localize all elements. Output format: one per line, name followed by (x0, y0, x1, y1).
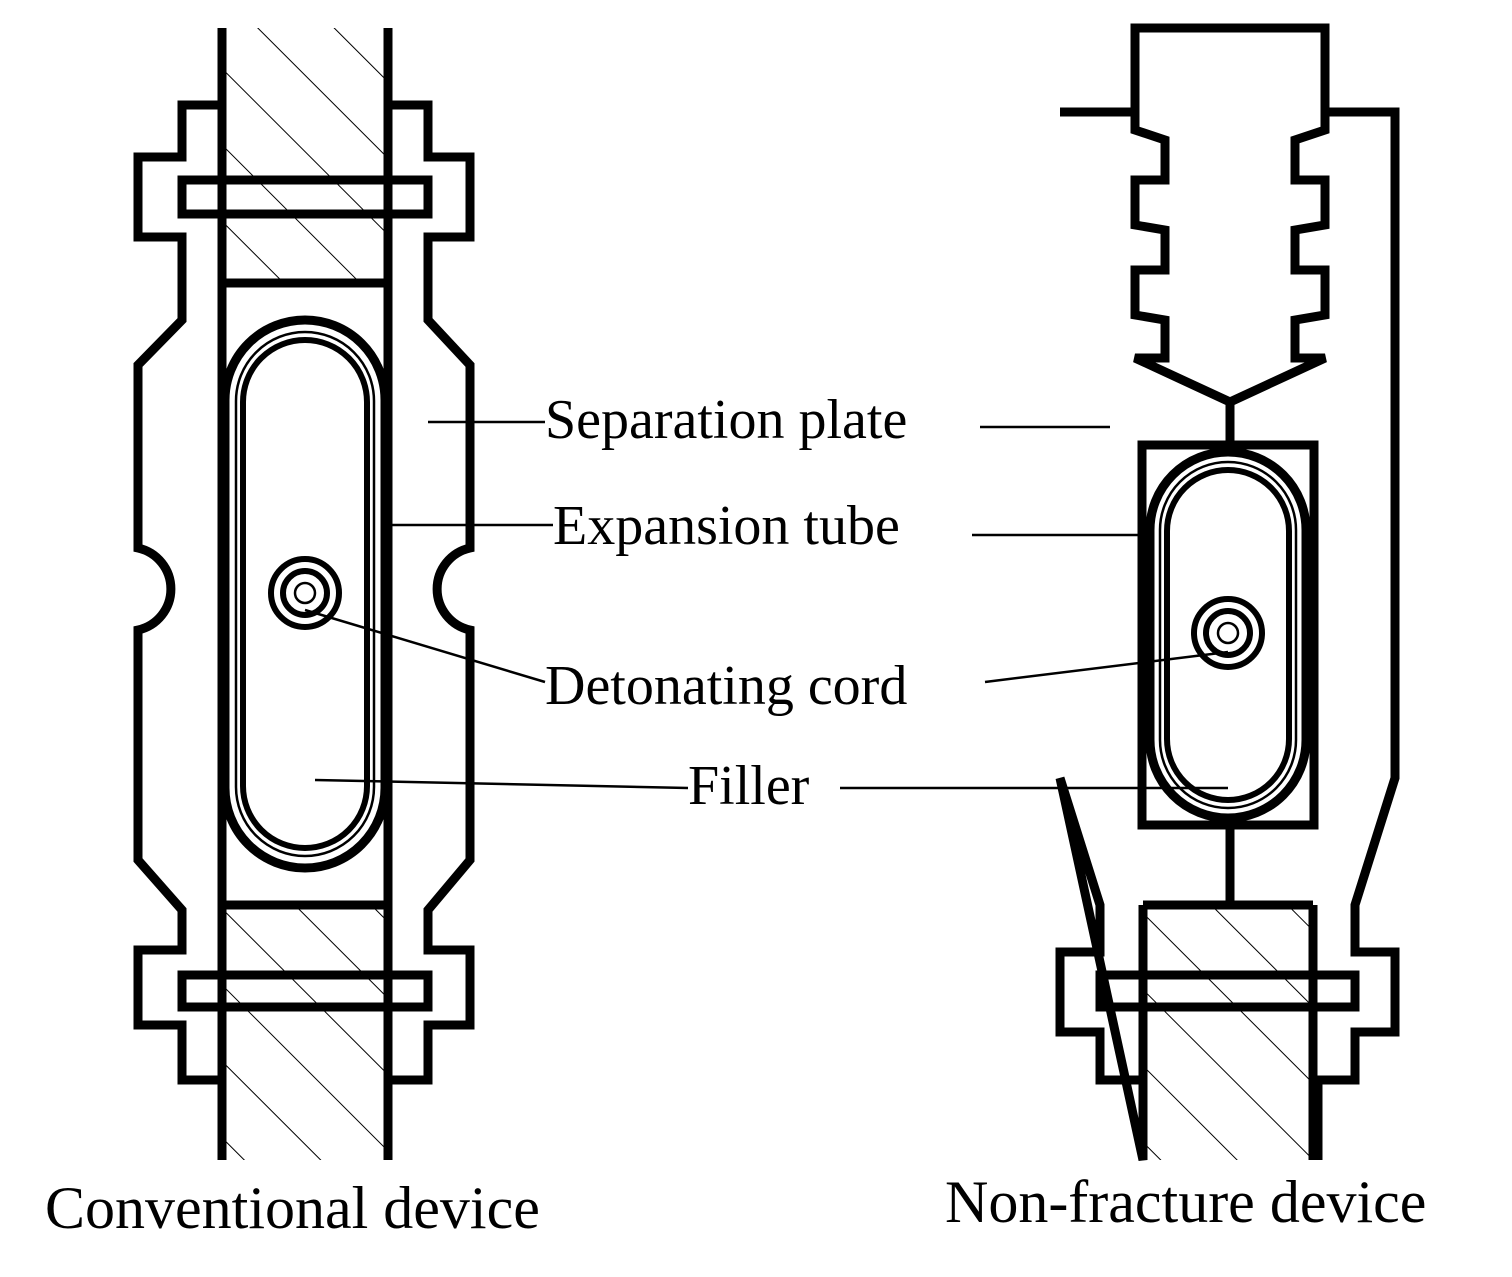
expansion-tube-left-inner (234, 330, 376, 858)
piston-rod (1130, 23, 1330, 407)
separation-plate-right-outer (383, 100, 475, 1085)
caption-conventional-device: Conventional device (45, 1175, 540, 1241)
detonating-cord-right (1191, 596, 1265, 670)
leader-lines (304, 420, 1229, 790)
filler-left (240, 337, 370, 851)
expansion-tube-left (220, 315, 390, 873)
bolt-lower-right (1095, 970, 1360, 1012)
label-separation-plate: Separation plate (545, 389, 907, 451)
bolt-lower-left (177, 970, 433, 1012)
non-fracture-device (1055, 23, 1400, 1161)
caption-non-fracture-device: Non-fracture device (945, 1169, 1426, 1235)
label-filler: Filler (688, 755, 810, 817)
label-detonating-cord: Detonating cord (545, 655, 907, 717)
filler-right (1164, 467, 1292, 803)
upper-structure-left (222, 28, 388, 283)
label-expansion-tube: Expansion tube (553, 495, 900, 557)
bolt-upper-left (177, 175, 433, 219)
detonating-cord-left (268, 556, 342, 630)
separation-plate-left-outer (133, 100, 227, 1085)
expansion-tube-right (1145, 447, 1311, 823)
lower-block-right (1143, 905, 1313, 1160)
lower-structure-left (222, 905, 388, 1160)
conventional-device (133, 28, 475, 1160)
